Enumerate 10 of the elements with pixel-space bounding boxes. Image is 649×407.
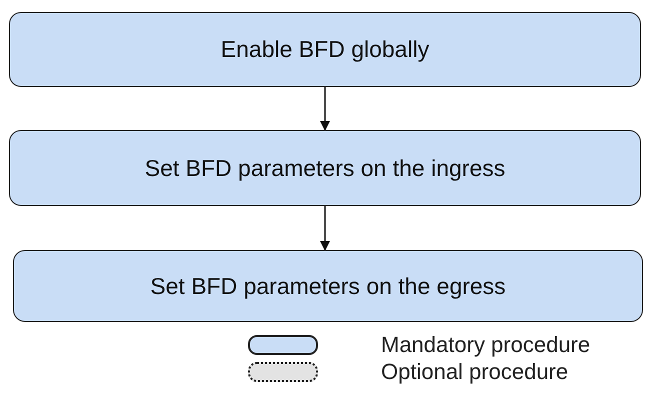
step-label: Enable BFD globally	[220, 36, 430, 63]
legend-label: Optional procedure	[381, 361, 568, 383]
step-label: Set BFD parameters on the ingress	[144, 154, 506, 182]
arrow	[320, 87, 330, 131]
process-box	[13, 250, 643, 322]
step-label: Set BFD parameters on the egress	[150, 272, 506, 300]
process-box	[9, 130, 641, 206]
process-box	[9, 12, 641, 87]
legend-label: Mandatory procedure	[381, 334, 590, 356]
arrow	[320, 206, 330, 251]
